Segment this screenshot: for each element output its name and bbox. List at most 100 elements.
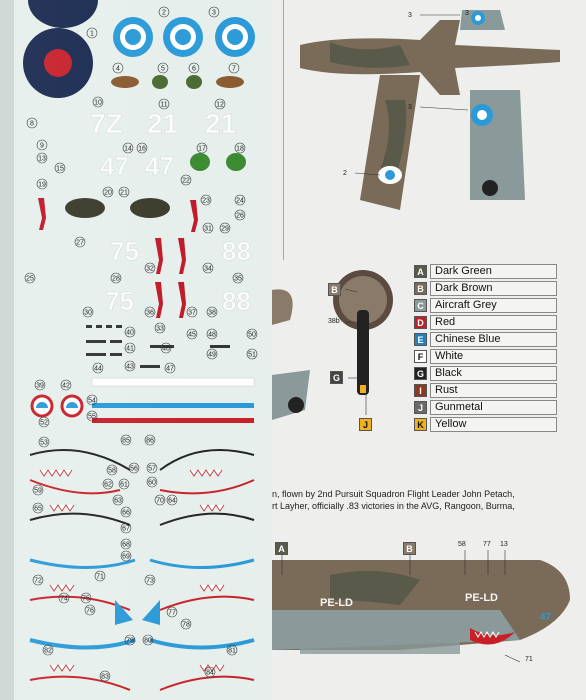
decal-number-circle (124, 634, 136, 646)
decal-number-circle (204, 666, 216, 678)
decal-number: 70 (156, 497, 164, 504)
decal-number: 44 (94, 365, 102, 372)
decal-number: 21 (120, 189, 128, 196)
decal-number: 42 (62, 382, 70, 389)
side-number: 47 (540, 612, 552, 623)
decal-number: 49 (208, 351, 216, 358)
decal-number: 51 (248, 351, 256, 358)
decal-number: 61 (120, 481, 128, 488)
decal-number-circle (180, 618, 192, 630)
decal-number-circle (112, 494, 124, 506)
decal-number: 76 (86, 607, 94, 614)
decal-number-circle (124, 360, 136, 372)
decal-number-circle (54, 162, 66, 174)
decal-number: 10 (94, 99, 102, 106)
decal-number-circle (120, 522, 132, 534)
decal-number-circle (60, 379, 72, 391)
decal-number-circle (142, 634, 154, 646)
decal-number-circle (92, 362, 104, 374)
legend-name-g: Black (430, 366, 557, 381)
caption-line-2: rt Layher, officially .83 victories in t… (272, 501, 515, 511)
decal-number: 37 (188, 309, 196, 316)
decal-number: 36 (146, 309, 154, 316)
shark-teeth (39, 469, 225, 672)
decal-number-circle (144, 306, 156, 318)
legend-swatch-i: I (414, 384, 427, 397)
legend-swatch-k: K (414, 418, 427, 431)
legend-name-a: Dark Green (430, 264, 557, 279)
callout-side-58: 58 (458, 541, 466, 548)
decal-number: 53 (40, 439, 48, 446)
white-code-letters: 7Z 21 21 47 47 75 88 75 88 (90, 108, 251, 317)
decal-number-circle (206, 348, 218, 360)
legend-name-c: Aircraft Grey (430, 298, 557, 313)
callout-plan-b: 3 (408, 12, 412, 19)
decal-number-circle (118, 186, 130, 198)
decal-number: 13 (38, 155, 46, 162)
decal-number: 32 (146, 265, 154, 272)
decal-number-circle (99, 670, 111, 682)
decal-number: 27 (76, 239, 84, 246)
decal-number-circle (232, 272, 244, 284)
decal-number: 68 (122, 541, 130, 548)
china-roundel-2 (163, 17, 203, 57)
legend-name-b: Dark Brown (430, 281, 557, 296)
decal-number-circle (94, 570, 106, 582)
svg-text:21: 21 (147, 108, 178, 139)
decal-number: 74 (60, 595, 68, 602)
decal-number: 3 (212, 9, 216, 16)
decal-number: 24 (236, 197, 244, 204)
callout-side-71: 71 (525, 656, 533, 663)
legend-swatch-d: D (414, 316, 427, 329)
decal-number-circle (234, 142, 246, 154)
decal-number-circle (120, 538, 132, 550)
legend-name-j: Gunmetal (430, 400, 557, 415)
decal-number: 11 (160, 101, 167, 108)
decal-number: 4 (116, 65, 120, 72)
decal-number-circle (32, 484, 44, 496)
flying-tiger-emblems (65, 75, 246, 218)
decal-number-circle (154, 322, 166, 334)
decal-number: 17 (198, 145, 206, 152)
legend-swatch-a: A (414, 265, 427, 278)
decal-number: 65 (34, 505, 42, 512)
decal-number-circle (38, 436, 50, 448)
decal-number-circle (228, 62, 240, 74)
decal-number: 23 (202, 197, 210, 204)
decal-number: 19 (38, 181, 46, 188)
decal-number: 54 (88, 397, 96, 404)
decal-number: 66 (122, 509, 130, 516)
decal-number: 56 (130, 465, 138, 472)
decal-number-circle (154, 494, 166, 506)
side-code-left: PE-LD (320, 597, 353, 609)
legend-name-f: White (430, 349, 557, 364)
legend-swatch-c: C (414, 299, 427, 312)
decal-number: 59 (34, 487, 42, 494)
decal-number-circle (157, 62, 169, 74)
decal-number-circle (120, 550, 132, 562)
decal-number-circle (38, 416, 50, 428)
decal-number: 84 (206, 669, 214, 676)
decal-number: 30 (84, 309, 92, 316)
decal-number-circle (106, 464, 118, 476)
decal-number: 67 (122, 525, 130, 532)
decal-number: 47 (166, 365, 174, 372)
propeller-detail (333, 270, 393, 395)
decal-number-circle (32, 502, 44, 514)
decal-number-circle (122, 142, 134, 154)
decal-number-circle (180, 174, 192, 186)
decal-number-circle (80, 592, 92, 604)
decal-number: 64 (168, 497, 176, 504)
decal-number: 41 (126, 345, 134, 352)
decal-number: 35 (234, 275, 242, 282)
raf-roundel-top (28, 0, 98, 28)
decal-number-circle (206, 306, 218, 318)
instruction-edge-line (283, 0, 284, 260)
decal-number: 83 (101, 673, 109, 680)
decal-number: 45 (188, 331, 196, 338)
decal-number: 22 (182, 177, 190, 184)
decal-number-circle (166, 606, 178, 618)
decal-number-circle (124, 326, 136, 338)
